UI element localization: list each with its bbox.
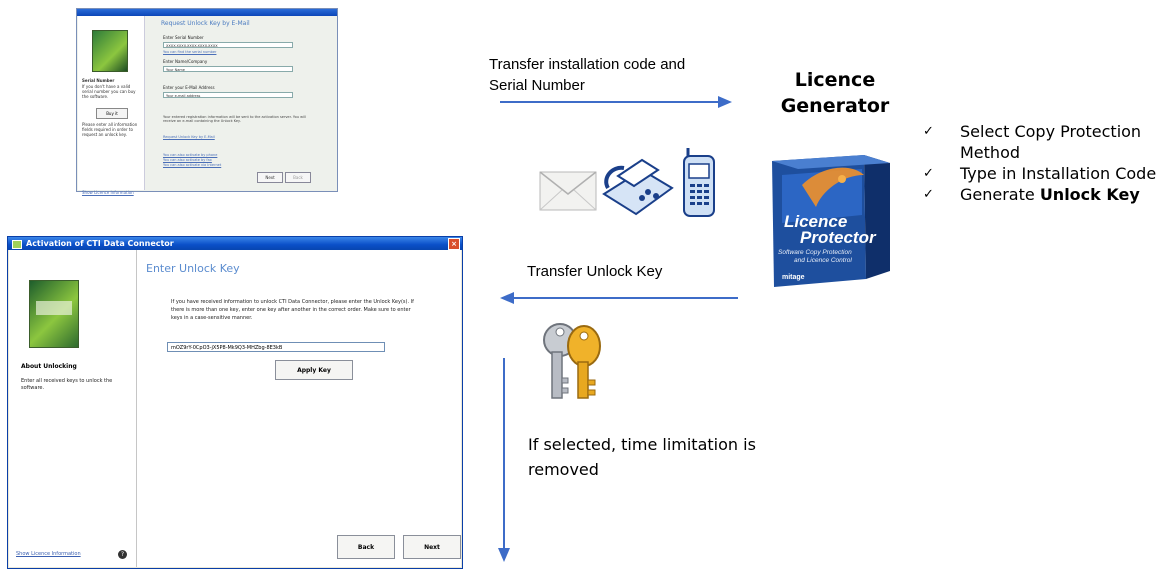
time-line2: removed [528, 460, 599, 479]
request-window-main: Request Unlock Key by E-Mail Enter Seria… [149, 19, 331, 187]
step-bold-text: Unlock Key [1039, 185, 1140, 204]
request-window-titlebar [77, 9, 337, 16]
licence-generator-title: Licence Generator [768, 67, 902, 119]
time-line1: If selected, time limitation is [528, 435, 756, 454]
mobile-phone-icon [683, 148, 715, 217]
serial-number-hint: If you don't have a valid serial number … [82, 84, 136, 99]
generator-line2: Generator [780, 95, 890, 117]
activate-internet-link[interactable]: You can also activate via Internet [163, 163, 222, 167]
box-tagline1: Software Copy Protection [778, 249, 852, 256]
generator-line1: Licence [794, 69, 876, 91]
activate-phone-link[interactable]: You can also activate by phone [163, 153, 218, 157]
arrow-unlock-key-back [500, 292, 738, 304]
serial-number-label: Enter Serial Number [163, 35, 204, 40]
request-by-email-link[interactable]: Request Unlock Key by E-Mail [163, 135, 215, 139]
box-publisher: mitage [782, 274, 805, 281]
arrow-down [498, 358, 510, 562]
box-tagline2: and Licence Control [794, 257, 852, 264]
fax-icon [602, 158, 674, 216]
activation-sidebar: About Unlocking Enter all received keys … [9, 250, 137, 567]
apply-key-button[interactable]: Apply Key [275, 360, 353, 380]
time-limitation-label: If selected, time limitation is removed [528, 432, 756, 482]
close-icon[interactable]: × [448, 238, 460, 250]
generator-steps-list: ✓ Select Copy Protection Method ✓ Type in … [923, 121, 1173, 205]
product-box-thumbnail [29, 280, 79, 348]
name-company-field[interactable]: Your Name [163, 66, 293, 72]
email-label: Enter your E-Mail Address [163, 85, 215, 90]
activation-window: Activation of CTI Data Connector × About… [7, 236, 463, 569]
check-icon: ✓ [923, 187, 934, 202]
arrow-to-generator [500, 96, 732, 108]
licence-protector-box: Licence Protector Software Copy Protecti… [772, 155, 890, 287]
communication-icons [539, 148, 715, 217]
activation-window-title: Activation of CTI Data Connector [26, 239, 174, 248]
transfer-code-label: Transfer installation code and Serial Nu… [489, 56, 686, 94]
request-next-button[interactable]: Next [257, 172, 283, 183]
serial-number-title: Serial Number [82, 78, 115, 83]
step-text: Type in Installation Code [960, 164, 1157, 183]
step-item: ✓ Generate Unlock Key [923, 184, 1173, 205]
request-note: Your entered registration information wi… [163, 115, 306, 123]
activation-window-titlebar: Activation of CTI Data Connector × [8, 237, 462, 250]
app-icon [12, 240, 22, 249]
request-window-sidebar: Serial Number If you don't have a valid … [78, 16, 145, 195]
gold-key-icon [567, 325, 601, 399]
unlock-key-input[interactable]: mOZ9rY-0CpO3-jX5P8-Mk9Q3-MHZbg-8E3kB [167, 342, 385, 352]
show-licence-info-link[interactable]: Show Licence Information [82, 190, 134, 195]
unlock-intro-text: If you have received information to unlo… [171, 299, 414, 321]
keys-icon [543, 323, 601, 399]
check-icon: ✓ [923, 124, 934, 139]
request-unlock-key-window: Serial Number If you don't have a valid … [76, 8, 338, 195]
transfer-unlock-key-label: Transfer Unlock Key [527, 263, 663, 280]
serial-number-field[interactable]: XXXX-XXXX-XXXX-XXXX-XXXX [163, 42, 293, 48]
activate-fax-link[interactable]: You can also activate by fax [163, 158, 212, 162]
step-item: ✓ Type in Installation Code [923, 163, 1173, 184]
activation-main: Enter Unlock Key If you have received in… [137, 250, 461, 567]
step-text: Generate [960, 185, 1040, 204]
request-side-hint: Please enter all information fields requ… [82, 122, 138, 137]
step-text: Select Copy Protection Method [960, 122, 1142, 162]
name-company-label: Enter Name/Company [163, 59, 208, 64]
next-button[interactable]: Next [403, 535, 461, 559]
back-button[interactable]: Back [337, 535, 395, 559]
envelope-icon [539, 171, 597, 211]
show-licence-info-link[interactable]: Show Licence Information [16, 551, 81, 557]
about-unlocking-title: About Unlocking [21, 363, 77, 370]
step-item: ✓ Select Copy Protection Method [923, 121, 1173, 163]
request-window-heading: Request Unlock Key by E-Mail [161, 20, 250, 27]
request-back-button[interactable]: Back [285, 172, 311, 183]
check-icon: ✓ [923, 166, 934, 181]
email-field[interactable]: Your e-mail address [163, 92, 293, 98]
about-unlocking-text: Enter all received keys to unlock the so… [21, 378, 113, 391]
box-brand-line2: Protector [800, 228, 877, 247]
box-brand-line1: Licence [784, 212, 847, 231]
product-box-thumbnail [92, 30, 128, 72]
help-icon[interactable]: ? [118, 550, 127, 559]
enter-unlock-key-heading: Enter Unlock Key [146, 262, 240, 275]
find-serial-link[interactable]: You can find the serial number [163, 50, 217, 54]
buy-it-button[interactable]: Buy it [96, 108, 128, 119]
